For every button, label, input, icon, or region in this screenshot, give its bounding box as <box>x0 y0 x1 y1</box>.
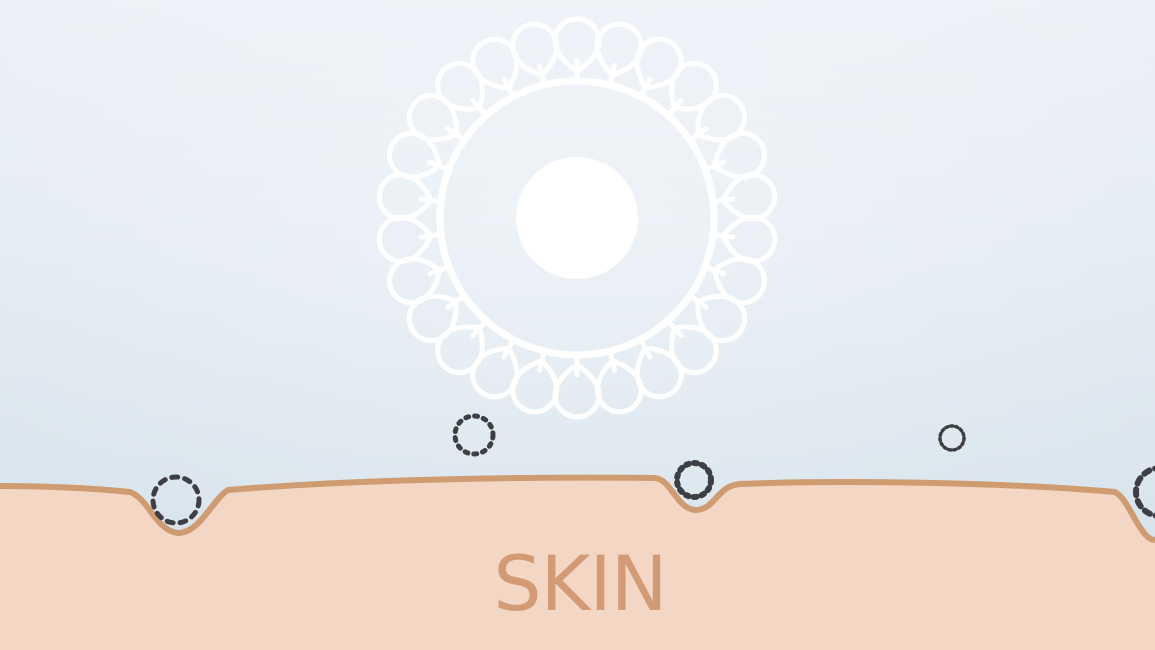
micelle-head <box>510 21 560 78</box>
dirt-particle-icon <box>674 460 714 500</box>
dirt-particle-icon <box>452 413 496 457</box>
micelle-icon <box>376 16 778 420</box>
skin-surface <box>0 477 1155 650</box>
dirt-particle-icon <box>938 424 966 452</box>
skin-outline <box>0 474 1155 543</box>
micelle-core <box>516 157 638 279</box>
skin-layer: SKIN <box>0 474 1155 650</box>
dirt-particle-icon <box>150 474 202 526</box>
micelle-outer-ring <box>436 77 718 359</box>
dirt-particle-icon <box>1133 465 1155 519</box>
skin-label: SKIN <box>493 539 666 628</box>
micelle-heads <box>376 16 778 420</box>
dirt-particles <box>150 413 1155 526</box>
